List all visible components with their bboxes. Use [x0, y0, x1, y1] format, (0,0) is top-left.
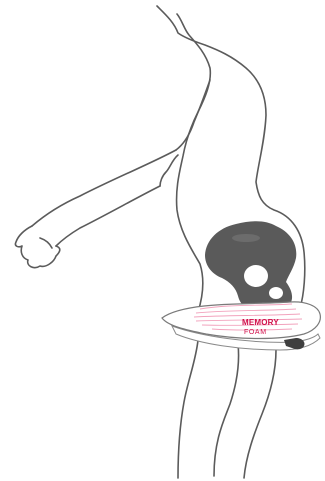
back-leg-contour: [243, 349, 277, 479]
foam-label: FOAM: [244, 329, 267, 336]
forearm-lower-contour: [55, 185, 161, 247]
cushion-base: [170, 325, 321, 351]
front-leg-contour: [177, 339, 199, 479]
pelvis-hole-small: [269, 287, 283, 299]
cushion-stripes: [193, 303, 303, 331]
thumb-contour: [39, 237, 53, 249]
hand-contour: [14, 225, 61, 269]
cushion-clip: [284, 338, 305, 350]
front-leg-inner-contour: [213, 343, 240, 477]
back-contour: [156, 5, 306, 309]
forearm-upper-contour: [31, 149, 177, 227]
pelvis-shape: [205, 221, 297, 309]
pelvis-hole: [244, 265, 268, 287]
pelvis-bone: [205, 221, 297, 309]
pelvis-top-highlight: [232, 234, 260, 242]
arm-upper-contour: [175, 79, 211, 151]
arm-lower-contour: [159, 154, 179, 187]
cushion: MEMORY FOAM: [161, 301, 321, 351]
memory-label: MEMORY: [242, 318, 279, 327]
body-outline: [14, 5, 306, 479]
front-contour: [175, 13, 212, 313]
